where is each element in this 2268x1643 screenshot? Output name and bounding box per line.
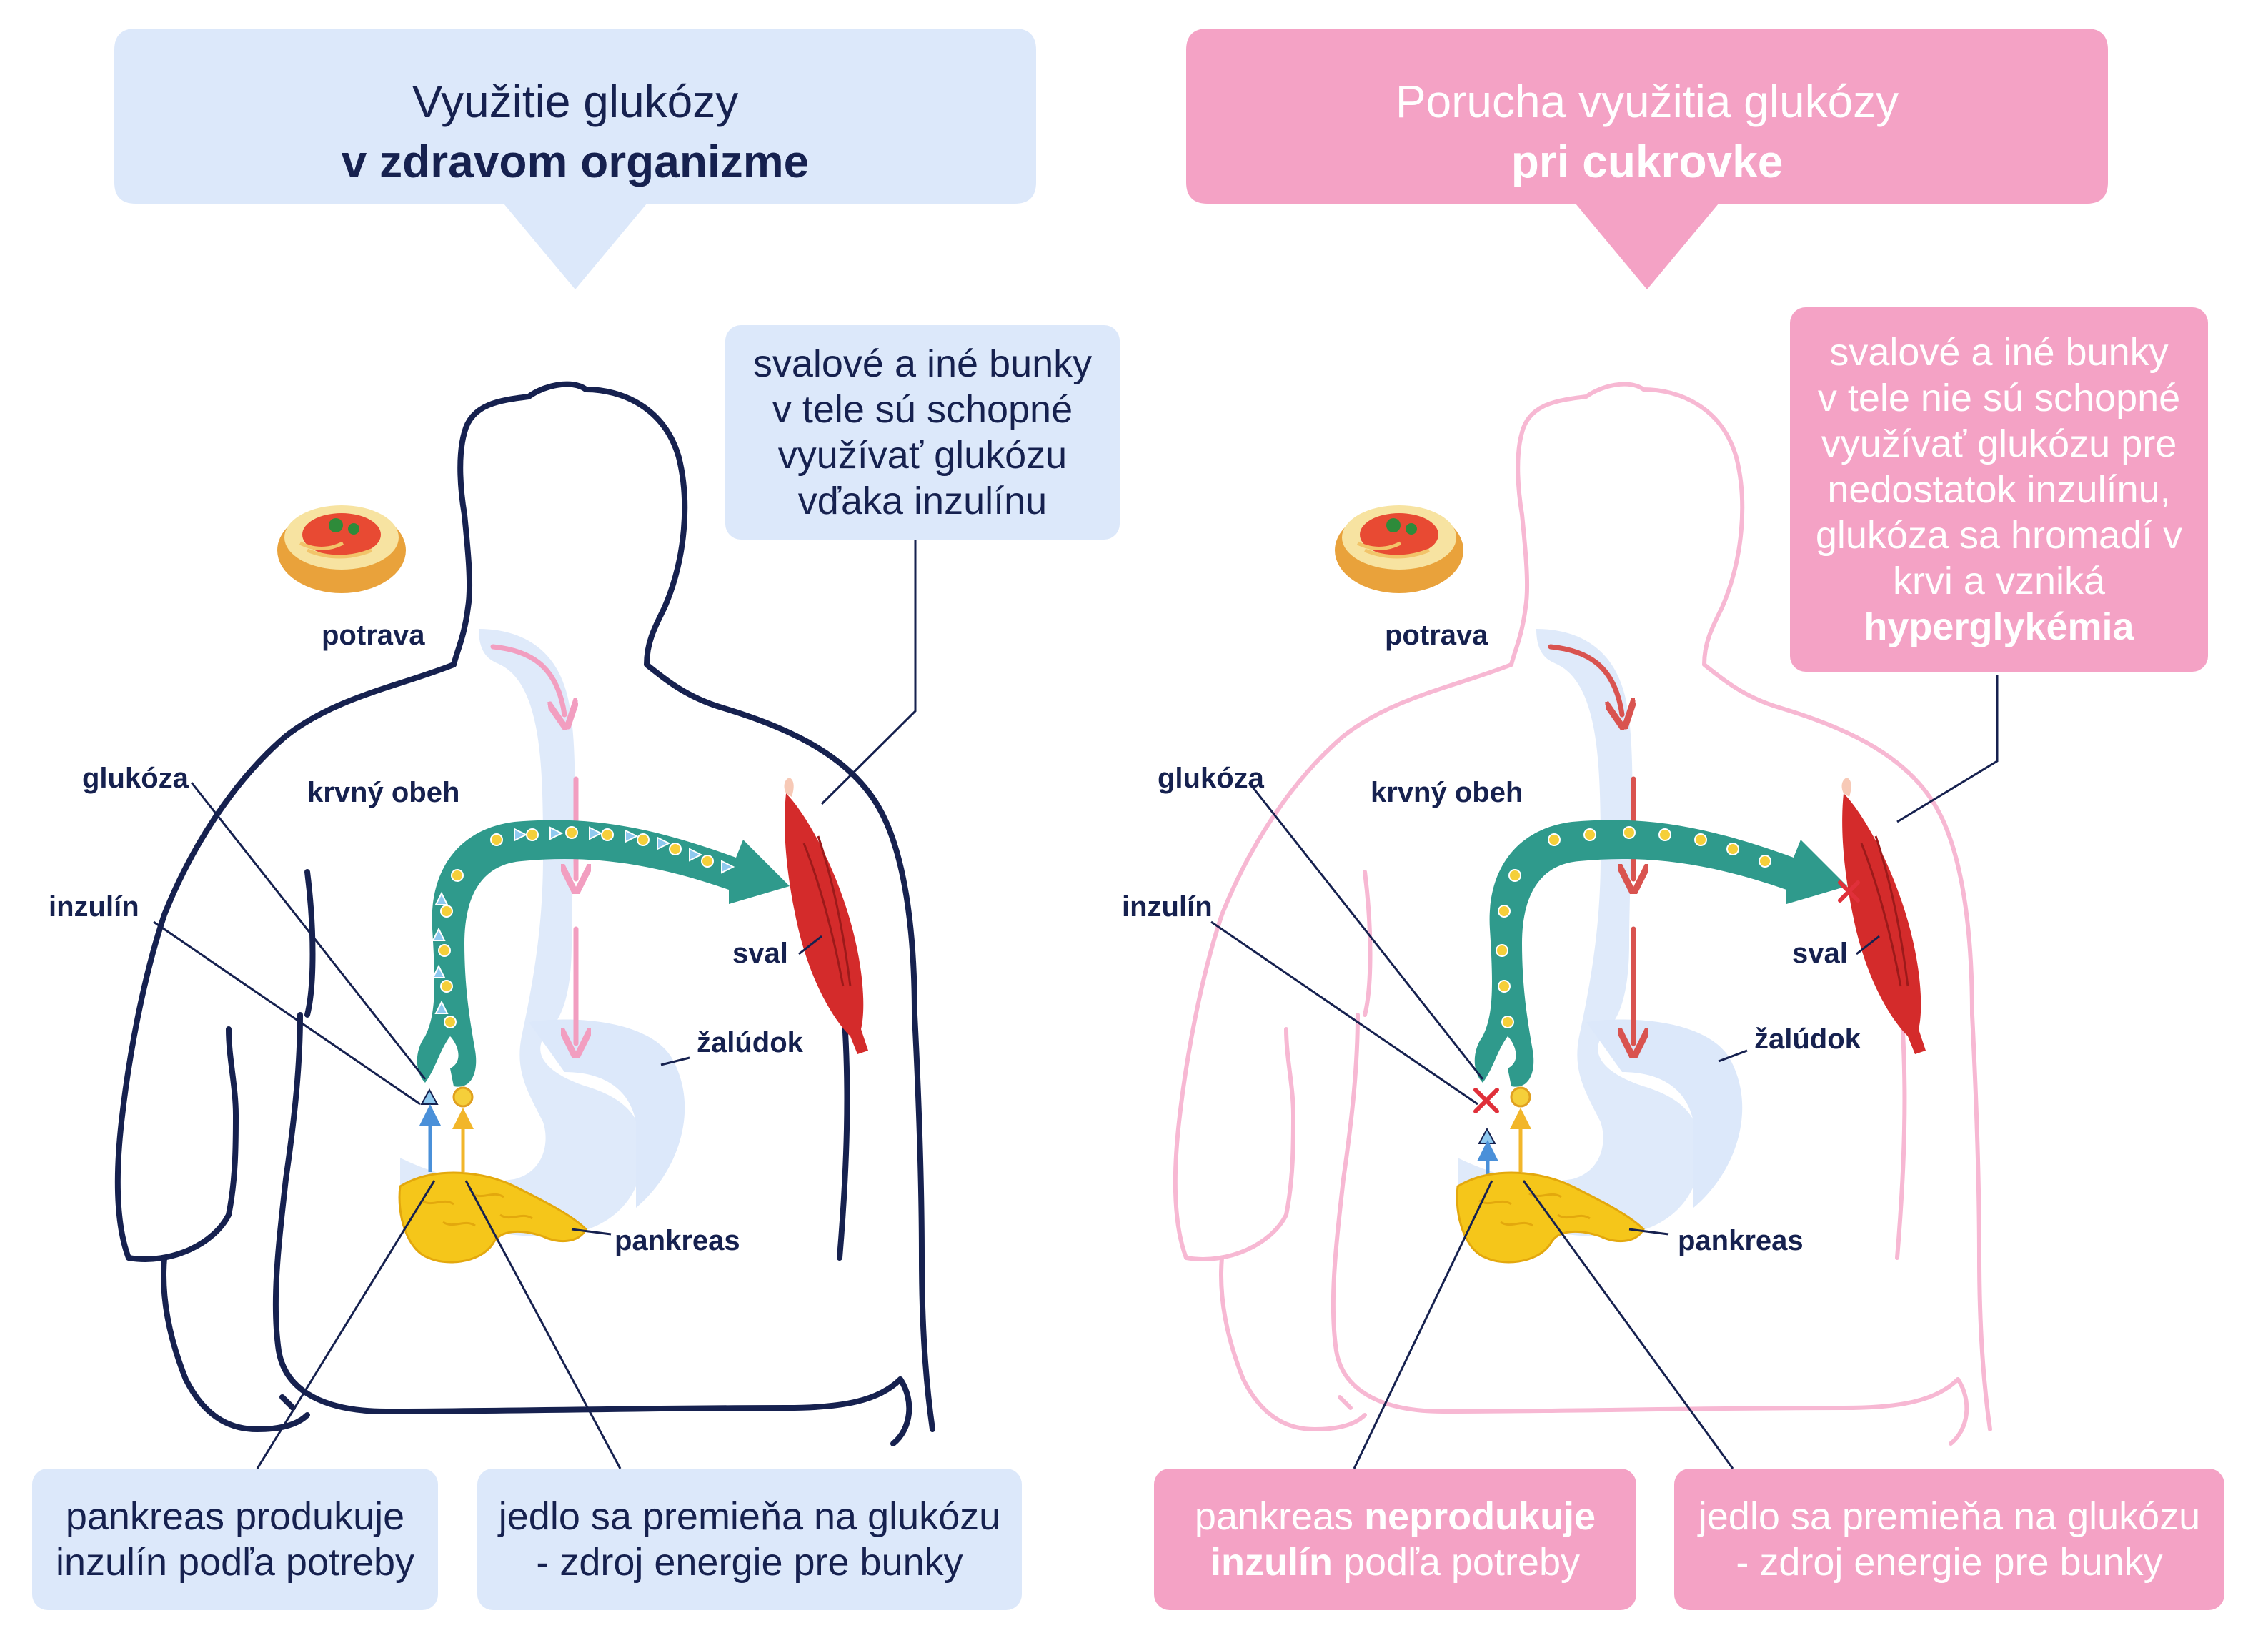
left-insulin-marker [419,1088,441,1172]
right-pancreas-text2: podľa potreby [1332,1541,1580,1584]
right-banner: Porucha využitia glukózy pri cukrovke [1186,71,2108,192]
right-pancreas-text1: pankreas [1194,1495,1365,1538]
right-banner-line1: Porucha využitia glukózy [1395,76,1899,127]
right-pancreas-line2: inzulín podľa potreby [1210,1539,1580,1585]
left-pancreas-box: pankreas produkuje inzulín podľa potreby [32,1469,438,1610]
right-cells-line3: využívať glukózu pre [1821,422,2177,465]
right-body-outline [1173,382,1992,1446]
left-banner-line2: v zdravom organizme [341,136,810,187]
left-label-pankreas: pankreas [615,1225,740,1256]
right-cells-box: svalové a iné bunky v tele nie sú schopn… [1790,307,2208,672]
right-cells-line6: krvi a vzniká [1892,560,2106,602]
left-cells-line2: v tele sú schopné [772,388,1073,431]
right-pancreas-bold1: neprodukuje [1364,1495,1596,1538]
right-label-potrava: potrava [1385,620,1488,651]
left-food-box: jedlo sa premieňa na glukózu - zdroj ene… [477,1469,1022,1610]
right-insulin-blocked-cross-icon [1473,1088,1499,1113]
left-banner-shape [114,29,1036,289]
right-food-box: jedlo sa premieňa na glukózu - zdroj ene… [1674,1469,2224,1610]
left-banner: Využitie glukózy v zdravom organizme [114,71,1036,192]
right-spaghetti-icon [1335,505,1463,593]
left-label-zaludok: žalúdok [697,1027,803,1058]
left-label-krvny-obeh: krvný obeh [307,777,460,808]
left-glucose-dots [438,826,714,1028]
right-label-glukoza: glukóza [1158,763,1264,794]
left-pancreas-line2: inzulín podľa potreby [55,1541,415,1584]
left-leader-lines [153,540,917,1469]
left-cells-line4: vďaka inzulínu [797,480,1048,522]
right-food-line2: - zdroj energie pre bunky [1736,1541,2163,1584]
right-label-pankreas: pankreas [1678,1225,1804,1256]
left-pancreas-shape [398,1171,587,1264]
left-cells-line3: využívať glukózu [777,434,1068,477]
left-cells-line1: svalové a iné bunky [752,342,1093,385]
right-cells-line5: glukóza sa hromadí v [1815,514,2183,557]
right-cells-line1: svalové a iné bunky [1829,331,2169,374]
left-pancreas-line1: pankreas produkuje [65,1495,405,1538]
left-body-outline [114,381,935,1446]
right-banner-line2: pri cukrovke [1511,136,1784,187]
right-label-sval: sval [1792,938,1848,969]
right-glucose-dots [1496,826,1771,1028]
left-label-sval: sval [732,938,788,969]
left-muscle-shape [784,778,868,1054]
right-cells-line7: hyperglykémia [1864,605,2134,648]
left-cells-box: svalové a iné bunky v tele sú schopné vy… [725,325,1120,540]
right-glucose-marker [1510,1086,1531,1172]
left-spaghetti-icon [277,505,406,593]
left-insulin-triangles [432,826,735,1014]
right-pancreas-bold2: inzulín [1210,1541,1333,1584]
right-label-inzulin: inzulín [1122,891,1213,923]
right-muscle-blocked-cross-icon [1838,880,1860,903]
right-pancreas-box: pankreas neprodukuje inzulín podľa potre… [1154,1469,1636,1610]
left-banner-line1: Využitie glukózy [412,76,739,127]
right-cells-line2: v tele nie sú schopné [1817,377,2181,420]
left-label-glukoza: glukóza [82,763,189,794]
left-label-inzulin: inzulín [49,891,139,923]
right-leader-lines [1210,675,1999,1469]
right-label-krvny-obeh: krvný obeh [1371,777,1523,808]
right-banner-shape [1186,29,2108,289]
right-muscle-shape [1841,778,1926,1054]
left-food-line1: jedlo sa premieňa na glukózu [498,1495,1001,1538]
left-food-line2: - zdroj energie pre bunky [536,1541,963,1584]
left-label-potrava: potrava [322,620,425,651]
right-cells-line4: nedostatok inzulínu, [1827,468,2171,511]
left-glucose-marker [452,1086,474,1172]
right-label-zaludok: žalúdok [1754,1023,1861,1055]
right-pancreas-line1: pankreas neprodukuje [1195,1494,1596,1539]
right-food-line1: jedlo sa premieňa na glukózu [1698,1495,2201,1538]
